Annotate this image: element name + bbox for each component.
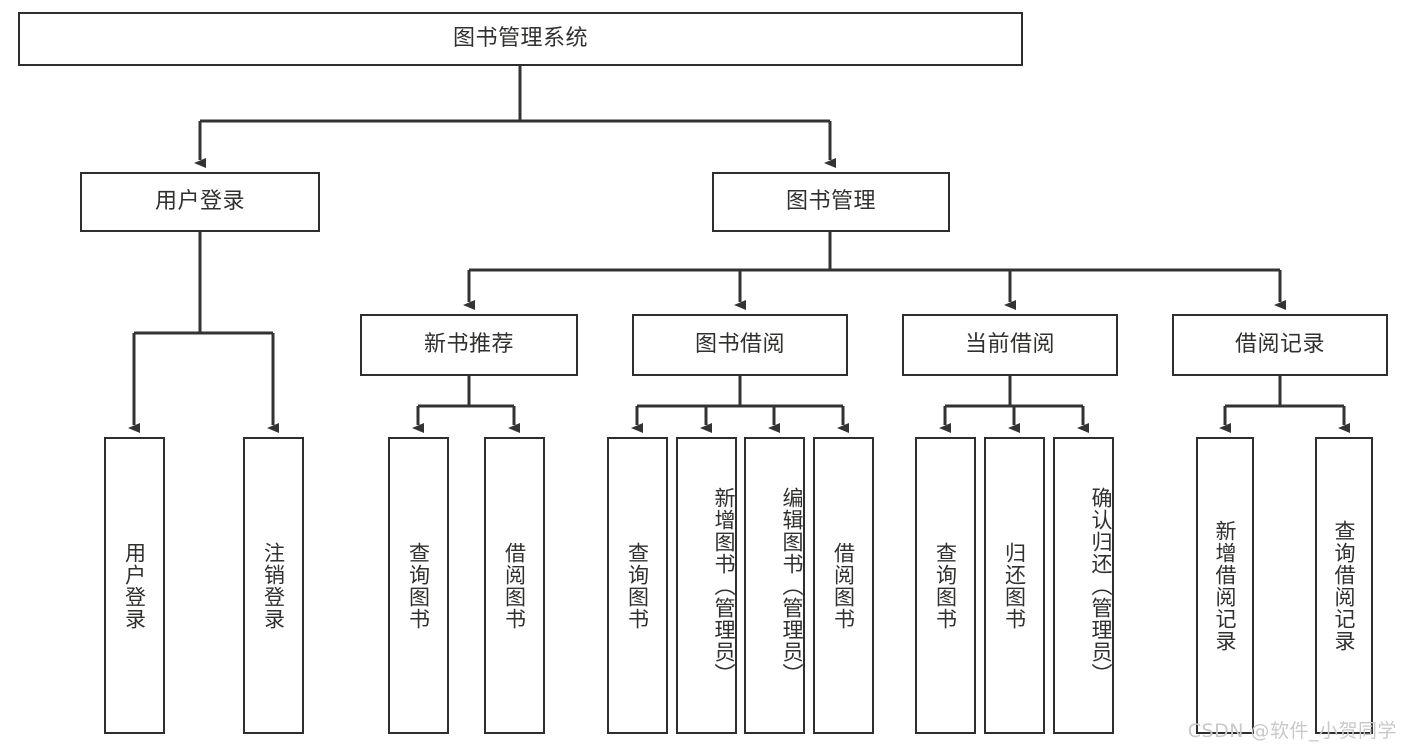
leaf-query-book-borrow[interactable]: 查询图书 (607, 437, 668, 734)
leaf-query-book-current[interactable]: 查询图书 (915, 437, 976, 734)
node-root-label: 图书管理系统 (452, 26, 588, 52)
leaf-add-book-admin-label: 新增图书（管理员） (712, 486, 736, 685)
node-borrow-record-label: 借阅记录 (1234, 332, 1325, 358)
node-user-login-label: 用户登录 (154, 189, 245, 215)
leaf-borrow-book-label: 借阅图书 (831, 541, 856, 630)
node-book-borrow-label: 图书借阅 (694, 332, 785, 358)
leaf-edit-book-admin[interactable]: 编辑图书（管理员） (744, 437, 805, 734)
csdn-watermark: CSDN @软件_小贺同学 (1187, 720, 1397, 742)
node-new-book-recommend[interactable]: 新书推荐 (360, 314, 578, 376)
leaf-borrow-book[interactable]: 借阅图书 (813, 437, 874, 734)
leaf-add-borrow-record-label: 新增借阅记录 (1213, 519, 1238, 652)
leaf-return-book-label: 归还图书 (1002, 541, 1027, 630)
node-current-borrow-label: 当前借阅 (964, 332, 1055, 358)
node-book-management-label: 图书管理 (785, 189, 876, 215)
leaf-edit-book-admin-label: 编辑图书（管理员） (780, 486, 804, 685)
leaf-confirm-return-admin-label: 确认归还（管理员） (1089, 486, 1113, 685)
node-new-book-recommend-label: 新书推荐 (423, 332, 514, 358)
leaf-add-borrow-record[interactable]: 新增借阅记录 (1196, 437, 1254, 734)
leaf-add-book-admin[interactable]: 新增图书（管理员） (676, 437, 737, 734)
node-book-borrow[interactable]: 图书借阅 (632, 314, 848, 376)
leaf-query-book-borrow-label: 查询图书 (625, 541, 650, 630)
leaf-borrow-book-recommend[interactable]: 借阅图书 (484, 437, 545, 734)
leaf-logout[interactable]: 注销登录 (243, 437, 304, 734)
leaf-query-book-recommend[interactable]: 查询图书 (388, 437, 449, 734)
leaf-user-login[interactable]: 用户登录 (104, 437, 165, 734)
leaf-confirm-return-admin[interactable]: 确认归还（管理员） (1053, 437, 1114, 734)
leaf-query-borrow-record-label: 查询借阅记录 (1332, 519, 1357, 652)
leaf-query-book-current-label: 查询图书 (933, 541, 958, 630)
node-borrow-record[interactable]: 借阅记录 (1172, 314, 1388, 376)
leaf-borrow-book-recommend-label: 借阅图书 (502, 541, 527, 630)
node-user-login[interactable]: 用户登录 (80, 172, 320, 232)
leaf-user-login-label: 用户登录 (122, 541, 147, 630)
leaf-return-book[interactable]: 归还图书 (984, 437, 1045, 734)
leaf-query-book-recommend-label: 查询图书 (406, 541, 431, 630)
leaf-logout-label: 注销登录 (261, 541, 286, 630)
node-root[interactable]: 图书管理系统 (18, 12, 1023, 66)
node-book-management[interactable]: 图书管理 (712, 172, 950, 232)
leaf-query-borrow-record[interactable]: 查询借阅记录 (1315, 437, 1373, 734)
node-current-borrow[interactable]: 当前借阅 (902, 314, 1118, 376)
